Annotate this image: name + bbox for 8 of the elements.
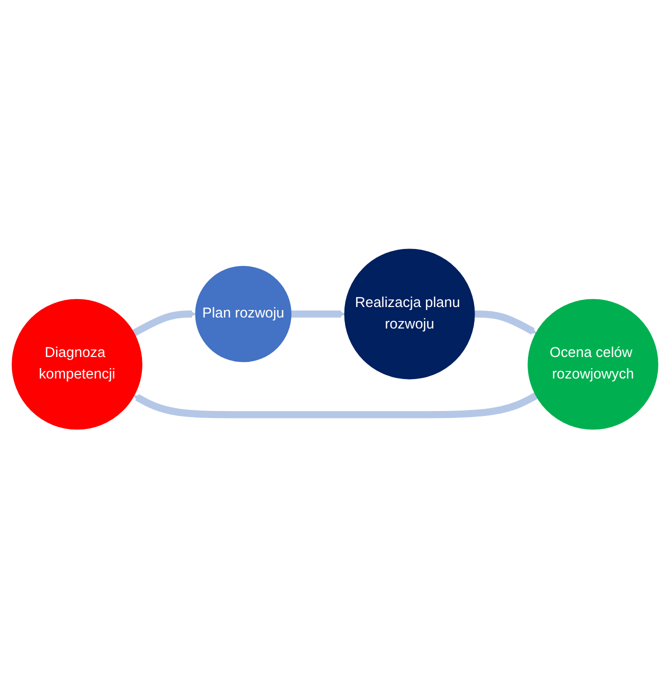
node-circle: Diagnoza kompetencji xyxy=(12,299,142,430)
arrow xyxy=(290,310,346,318)
arrow xyxy=(134,392,538,419)
node-circle: Ocena celów rozowjowych xyxy=(528,299,658,430)
node-circle: Plan rozwoju xyxy=(195,266,292,362)
arrow xyxy=(474,310,536,335)
arrow xyxy=(132,310,196,337)
node-circle: Realizacja planu rozwoju xyxy=(344,249,475,380)
